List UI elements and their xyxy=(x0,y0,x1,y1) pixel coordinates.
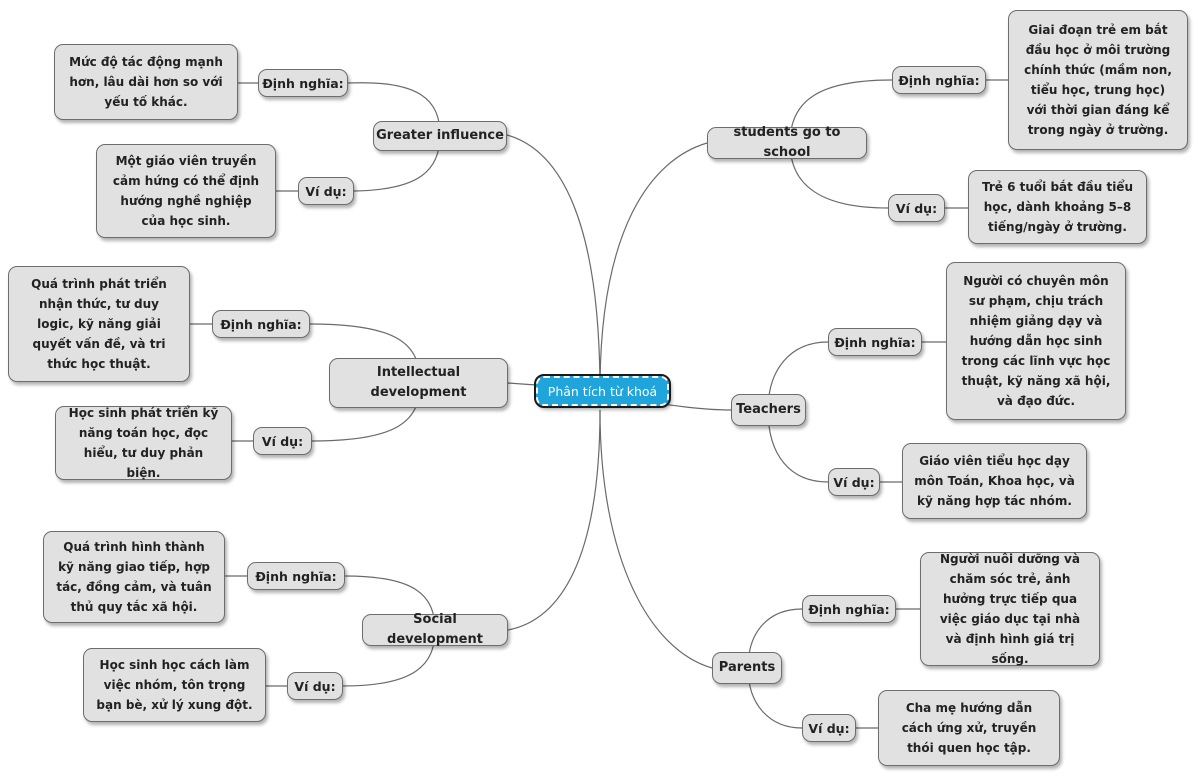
topic-label: students go to school xyxy=(733,125,841,160)
teachers-example-label[interactable]: Ví dụ: xyxy=(828,468,880,496)
topic-parents[interactable]: Parents xyxy=(712,652,782,684)
intellectual-definition-text[interactable]: Quá trình phát triển nhận thức, tư duy l… xyxy=(8,266,190,382)
link-root-parents xyxy=(599,409,713,669)
root-label: Phân tích từ khoá xyxy=(547,383,658,399)
social-definition-text[interactable]: Quá trình hình thành kỹ năng giao tiếp, … xyxy=(43,531,225,623)
greater-influence-example-label[interactable]: Ví dụ: xyxy=(298,177,354,205)
teachers-example-text[interactable]: Giáo viên tiểu học dạy môn Toán, Khoa họ… xyxy=(902,443,1087,519)
topic-label: Parents xyxy=(718,660,776,675)
topic-label: Teachers xyxy=(736,402,801,417)
link-root-greater-influence xyxy=(506,134,601,393)
link-root-social xyxy=(507,409,601,631)
parents-example-text[interactable]: Cha mẹ hướng dẫn cách ứng xử, truyền thó… xyxy=(878,690,1060,766)
intellectual-example-text[interactable]: Học sinh phát triển kỹ năng toán học, đọ… xyxy=(55,406,232,480)
teachers-definition-label[interactable]: Định nghĩa: xyxy=(828,328,922,356)
topic-label: Intellectual development xyxy=(370,365,467,400)
students-definition-text[interactable]: Giai đoạn trẻ em bắt đầu học ở môi trườn… xyxy=(1008,10,1188,150)
topic-students-go-to-school[interactable]: students go to school xyxy=(707,125,867,160)
parents-example-label[interactable]: Ví dụ: xyxy=(802,714,856,742)
intellectual-definition-label[interactable]: Định nghĩa: xyxy=(212,310,310,338)
parents-definition-label[interactable]: Định nghĩa: xyxy=(802,595,896,623)
topic-social-development[interactable]: Social development xyxy=(362,612,508,647)
topic-label: Greater influence xyxy=(376,128,504,143)
greater-influence-example-text[interactable]: Một giáo viên truyền cảm hứng có thể địn… xyxy=(96,144,276,238)
topic-greater-influence[interactable]: Greater influence xyxy=(373,121,507,151)
root-node[interactable]: Phân tích từ khoá xyxy=(534,374,671,408)
link-root-intellectual xyxy=(507,382,537,386)
social-definition-label[interactable]: Định nghĩa: xyxy=(247,562,345,590)
intellectual-example-label[interactable]: Ví dụ: xyxy=(253,427,312,455)
students-definition-label[interactable]: Định nghĩa: xyxy=(892,66,986,94)
greater-influence-definition-text[interactable]: Mức độ tác động mạnh hơn, lâu dài hơn so… xyxy=(54,44,238,120)
social-example-label[interactable]: Ví dụ: xyxy=(287,672,343,700)
social-example-text[interactable]: Học sinh học cách làm việc nhóm, tôn trọ… xyxy=(83,648,266,722)
students-example-text[interactable]: Trẻ 6 tuổi bắt đầu tiểu học, dành khoảng… xyxy=(968,170,1147,244)
greater-influence-definition-label[interactable]: Định nghĩa: xyxy=(258,69,348,97)
topic-label: Social development xyxy=(387,612,483,647)
students-example-label[interactable]: Ví dụ: xyxy=(888,194,945,222)
teachers-definition-text[interactable]: Người có chuyên môn sư phạm, chịu trách … xyxy=(946,262,1126,420)
parents-definition-text[interactable]: Người nuôi dưỡng và chăm sóc trẻ, ảnh hư… xyxy=(920,552,1100,666)
topic-teachers[interactable]: Teachers xyxy=(731,394,806,426)
link-root-students xyxy=(599,142,708,391)
topic-intellectual-development[interactable]: Intellectual development xyxy=(329,358,508,408)
